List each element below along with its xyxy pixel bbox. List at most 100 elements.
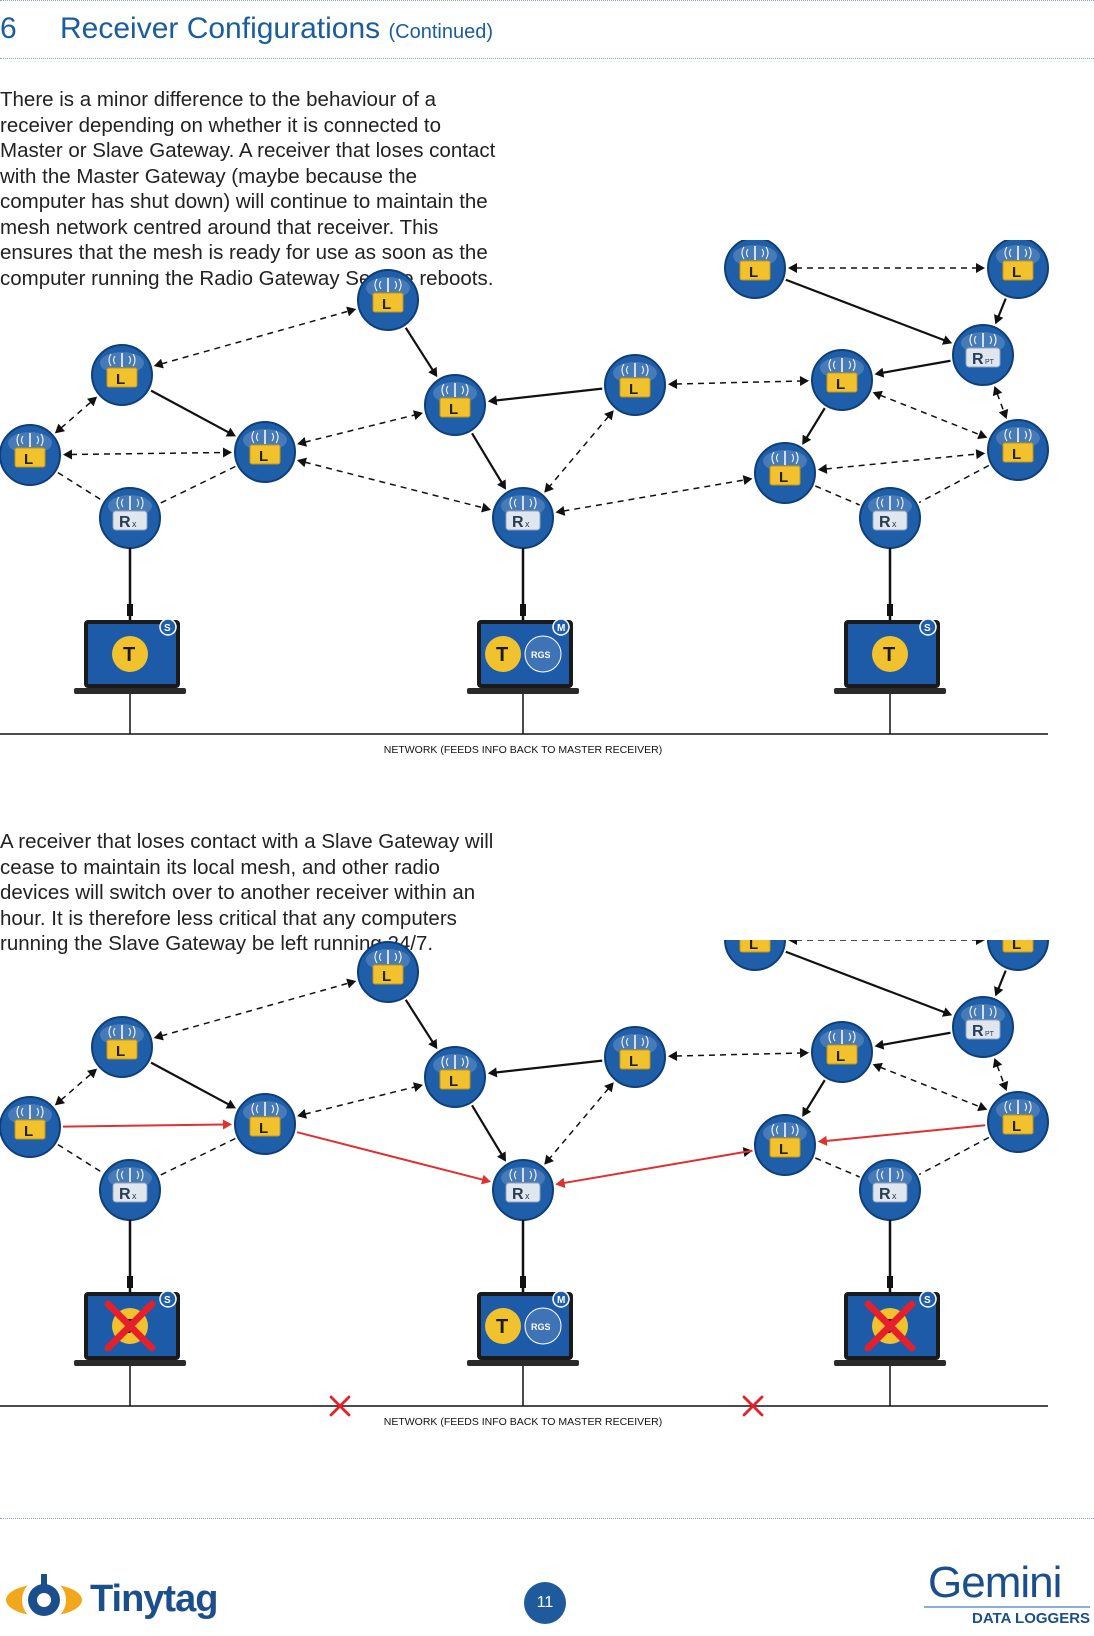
mesh-link-line xyxy=(161,310,349,365)
link-arrowhead xyxy=(799,1048,810,1059)
mesh-link-line xyxy=(60,1073,92,1101)
link-arrowhead xyxy=(544,1154,554,1165)
receiver-body xyxy=(965,1019,1001,1040)
radio-waves-icon xyxy=(621,1035,649,1049)
link-arrowhead xyxy=(481,502,492,513)
laptop-base xyxy=(467,1360,579,1366)
logger-body xyxy=(769,465,801,486)
slave-badge xyxy=(919,618,937,636)
mesh-link-line xyxy=(996,393,1005,412)
active-link-line xyxy=(785,950,946,1014)
rgs-service-icon xyxy=(524,1307,562,1345)
link-arrowhead xyxy=(872,390,883,401)
active-link-line xyxy=(62,1123,225,1128)
footer-rule xyxy=(0,1518,1094,1519)
receiver-body xyxy=(872,510,908,531)
link-arrowhead xyxy=(555,1177,566,1188)
logger-node: L xyxy=(604,354,666,416)
header-rule xyxy=(0,58,1094,59)
mesh-link-line xyxy=(815,485,860,506)
network-label: NETWORK (FEEDS INFO BACK TO MASTER RECEI… xyxy=(384,744,662,756)
section-title: Receiver Configurations (Continued) xyxy=(60,12,493,46)
mesh-link-line xyxy=(563,479,745,512)
logger-letter: L xyxy=(779,469,788,486)
logger-body xyxy=(739,940,771,953)
receiver-body xyxy=(112,1182,148,1203)
radio-waves-icon xyxy=(441,383,469,397)
link-arrowhead xyxy=(941,335,953,345)
link-arrowhead xyxy=(802,1106,812,1117)
laptop-base xyxy=(467,688,579,694)
rgs-label: RGS xyxy=(531,650,551,660)
link-arrowhead xyxy=(994,314,1004,325)
link-arrowhead xyxy=(481,1174,492,1185)
laptop-base xyxy=(74,688,186,694)
radio-waves-icon xyxy=(108,1025,136,1039)
link-arrowhead xyxy=(998,408,1009,420)
logger-node: L xyxy=(987,1091,1049,1153)
radio-waves-icon xyxy=(1004,1100,1032,1114)
mesh-link-line xyxy=(304,461,484,509)
network-label: NETWORK (FEEDS INFO BACK TO MASTER RECEI… xyxy=(384,1416,662,1428)
badge-letter: S xyxy=(164,1295,171,1306)
link-arrowhead xyxy=(742,475,753,486)
link-arrowhead xyxy=(941,1007,953,1017)
mesh-link-line xyxy=(815,1157,860,1178)
top-rule xyxy=(0,0,1094,1)
receiver-body xyxy=(505,510,541,531)
link-arrowhead xyxy=(788,940,797,945)
usb-plug-icon xyxy=(520,604,526,616)
logger-node: L xyxy=(424,374,486,436)
receiver-body xyxy=(112,510,148,531)
mesh-link-line xyxy=(996,1065,1005,1084)
link-arrowhead xyxy=(428,366,438,378)
logger-letter: L xyxy=(382,968,391,985)
receiver-letter: R xyxy=(512,514,524,531)
active-link-line xyxy=(296,1131,484,1181)
link-arrowhead xyxy=(817,463,828,474)
link-arrowhead xyxy=(153,358,164,369)
link-arrowhead xyxy=(817,1135,828,1146)
page-number: 11 xyxy=(524,1582,566,1624)
link-arrowhead xyxy=(604,410,614,421)
software-letter: T xyxy=(496,644,508,666)
receiver-subscript: x xyxy=(132,519,137,529)
link-arrowhead xyxy=(667,1050,678,1061)
link-arrowhead xyxy=(222,1119,233,1130)
logger-node: L xyxy=(91,1016,153,1078)
usb-plug-icon xyxy=(887,1276,893,1288)
radio-waves-icon xyxy=(1004,428,1032,442)
logger-letter: L xyxy=(1012,264,1021,281)
logger-node: L xyxy=(987,940,1049,971)
receiver-letter: R xyxy=(879,514,891,531)
link-arrowhead xyxy=(977,429,988,440)
tinytag-logo: Tinytag xyxy=(0,1570,240,1630)
link-arrowhead xyxy=(874,1039,885,1050)
link-arrowhead xyxy=(428,1038,438,1050)
active-link-line xyxy=(785,278,946,342)
active-link-line xyxy=(404,327,434,372)
link-arrowhead xyxy=(346,978,357,989)
slave-laptop: ST xyxy=(74,1220,186,1406)
link-arrowhead xyxy=(497,1151,506,1162)
logger-letter: L xyxy=(449,401,458,418)
receiver-body xyxy=(965,347,1001,368)
link-arrowhead xyxy=(297,437,307,447)
radio-waves-icon xyxy=(741,246,769,260)
link-arrowhead xyxy=(992,1057,1003,1069)
link-arrowhead xyxy=(497,479,506,490)
receiver-subscript: x xyxy=(525,519,530,529)
link-arrowhead xyxy=(54,1095,65,1106)
badge-letter: M xyxy=(557,1295,565,1306)
slave-laptop: ST xyxy=(74,548,186,734)
logger-body xyxy=(769,1137,801,1158)
logger-body xyxy=(439,397,471,418)
radio-waves-icon xyxy=(828,1030,856,1044)
mesh-link-line xyxy=(304,414,416,443)
logger-letter: L xyxy=(749,264,758,281)
radio-waves-icon xyxy=(16,433,44,447)
